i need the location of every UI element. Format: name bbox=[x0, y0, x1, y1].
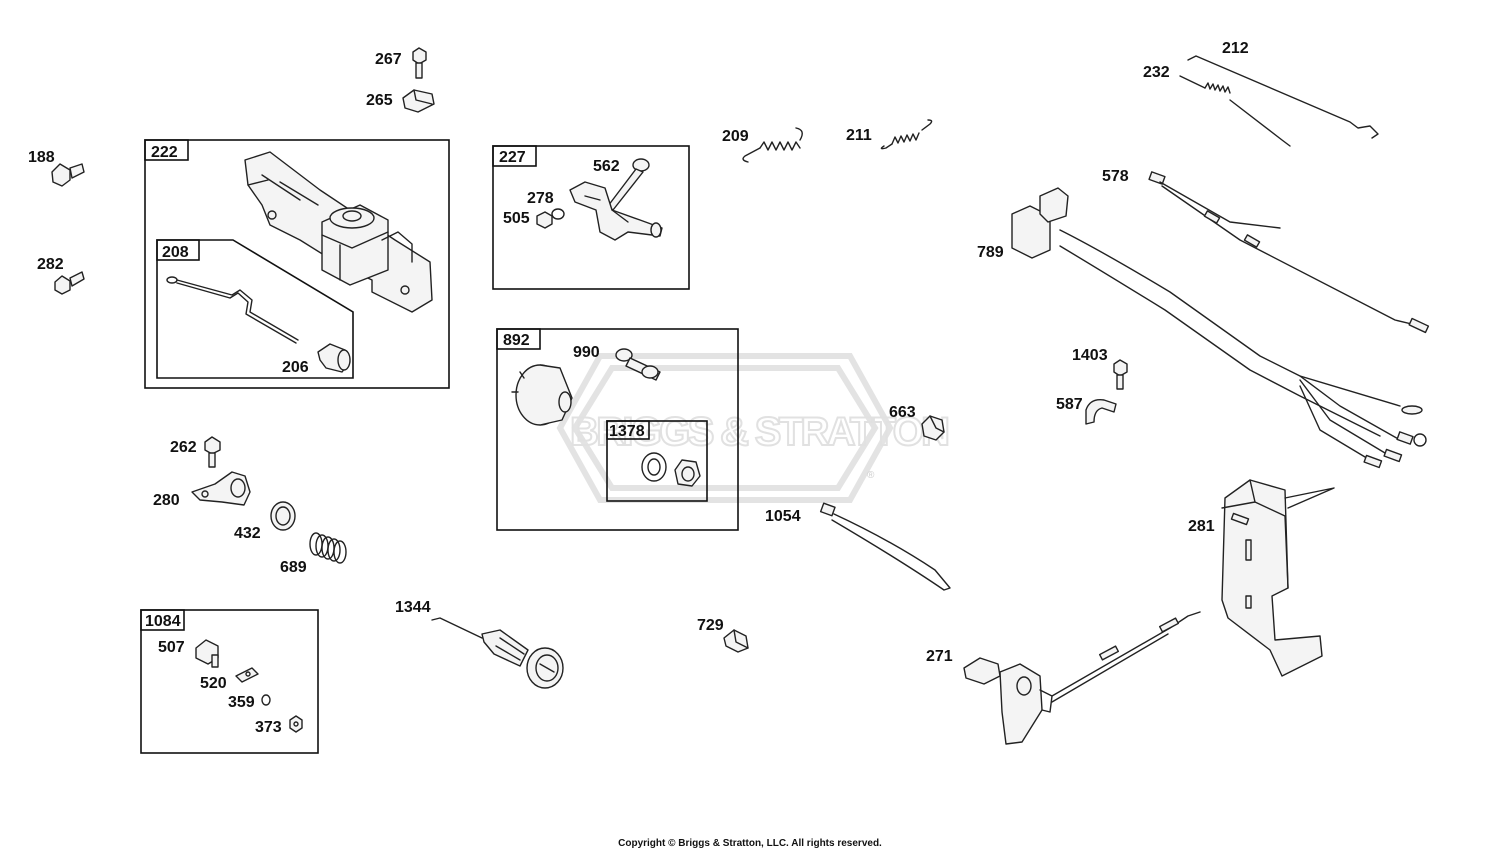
washer-278-part bbox=[551, 208, 565, 220]
watermark-mark: ® bbox=[867, 470, 875, 481]
part-label-206: 206 bbox=[282, 359, 309, 376]
screw-282-part bbox=[54, 271, 85, 295]
spring-209-part bbox=[742, 127, 803, 163]
clip-265-part bbox=[402, 89, 435, 113]
ignition-switch-part bbox=[511, 364, 573, 426]
part-label-689: 689 bbox=[280, 559, 307, 576]
part-label-281: 281 bbox=[1188, 518, 1215, 535]
watermark-inner-hexagon bbox=[571, 365, 879, 491]
group-box-208: 208 bbox=[156, 239, 354, 379]
spring-211-part bbox=[880, 119, 933, 150]
part-label-282: 282 bbox=[37, 256, 64, 273]
harness-789-part bbox=[1011, 187, 1427, 469]
screw-1403-part bbox=[1113, 359, 1128, 390]
part-label-267: 267 bbox=[375, 51, 402, 68]
part-label-578: 578 bbox=[1102, 168, 1129, 185]
watermark-hexagon bbox=[556, 353, 894, 503]
part-label-211: 211 bbox=[846, 127, 872, 144]
solenoid-bracket-part bbox=[244, 151, 433, 313]
part-label-373: 373 bbox=[255, 719, 282, 736]
part-label-1403: 1403 bbox=[1072, 347, 1108, 364]
part-label-271: 271 bbox=[926, 648, 953, 665]
nut-505-part bbox=[536, 211, 553, 229]
washer-359-part bbox=[261, 694, 271, 706]
watermark: BRIGGS & STRATTON ® bbox=[556, 353, 951, 503]
lockwasher-part bbox=[641, 452, 667, 482]
group-label-892: 892 bbox=[503, 332, 530, 349]
screw-267-part bbox=[412, 47, 427, 79]
screw-188-part bbox=[51, 163, 85, 187]
part-label-212: 212 bbox=[1222, 40, 1249, 57]
rod-232-part bbox=[1179, 75, 1291, 147]
panel-nut-part bbox=[674, 459, 701, 487]
part-label-520: 520 bbox=[200, 675, 227, 692]
watermark-text: BRIGGS & STRATTON bbox=[570, 410, 950, 454]
part-label-209: 209 bbox=[722, 128, 749, 145]
group-label-222: 222 bbox=[151, 144, 178, 161]
part-label-188: 188 bbox=[28, 149, 55, 166]
bushing-432-part bbox=[270, 501, 296, 531]
part-label-359: 359 bbox=[228, 694, 255, 711]
bracket-227-part bbox=[569, 181, 663, 241]
group-label-1084: 1084 bbox=[145, 613, 181, 630]
cable-tie-1054-part bbox=[819, 502, 951, 591]
keys-990-part bbox=[615, 348, 661, 381]
bracket-280-part bbox=[191, 471, 251, 506]
part-label-505: 505 bbox=[503, 210, 530, 227]
group-label-208: 208 bbox=[162, 244, 189, 261]
switch-507-part bbox=[195, 639, 219, 668]
part-label-562: 562 bbox=[593, 158, 620, 175]
group-box-1378: 1378 bbox=[606, 420, 708, 502]
part-label-789: 789 bbox=[977, 244, 1004, 261]
part-label-1054: 1054 bbox=[765, 508, 801, 525]
clip-729-part bbox=[723, 629, 749, 653]
group-label-227: 227 bbox=[499, 149, 526, 166]
part-label-278: 278 bbox=[527, 190, 554, 207]
part-label-663: 663 bbox=[889, 404, 916, 421]
group-box-227: 227 bbox=[492, 145, 690, 290]
nut-373-part bbox=[289, 715, 303, 733]
plate-520-part bbox=[235, 667, 259, 683]
harness-578-part bbox=[1148, 171, 1430, 334]
ferrule-part bbox=[317, 343, 351, 373]
part-label-507: 507 bbox=[158, 639, 185, 656]
part-label-280: 280 bbox=[153, 492, 180, 509]
screw-262-part bbox=[204, 436, 221, 468]
group-label-1378: 1378 bbox=[609, 423, 645, 440]
throttle-control-271-part bbox=[963, 611, 1201, 745]
group-box-1084: 1084 bbox=[140, 609, 319, 754]
part-label-1344: 1344 bbox=[395, 599, 431, 616]
part-label-729: 729 bbox=[697, 617, 724, 634]
bracket-281-part bbox=[1221, 479, 1335, 677]
link-rod-part bbox=[166, 276, 299, 344]
bolt-562-part bbox=[607, 158, 650, 211]
screw-663-part bbox=[921, 415, 945, 441]
copyright-notice: Copyright © Briggs & Stratton, LLC. All … bbox=[618, 838, 882, 849]
part-label-432: 432 bbox=[234, 525, 261, 542]
spring-689-part bbox=[309, 532, 347, 564]
group-box-892: 892 bbox=[496, 328, 739, 531]
clamp-587-part bbox=[1085, 399, 1117, 425]
part-label-990: 990 bbox=[573, 344, 600, 361]
part-label-232: 232 bbox=[1143, 64, 1170, 81]
part-label-265: 265 bbox=[366, 92, 393, 109]
cable-1344-part bbox=[431, 617, 564, 689]
part-label-262: 262 bbox=[170, 439, 197, 456]
group-box-222: 222 bbox=[144, 139, 450, 389]
rod-212-part bbox=[1187, 55, 1379, 139]
part-label-587: 587 bbox=[1056, 396, 1083, 413]
